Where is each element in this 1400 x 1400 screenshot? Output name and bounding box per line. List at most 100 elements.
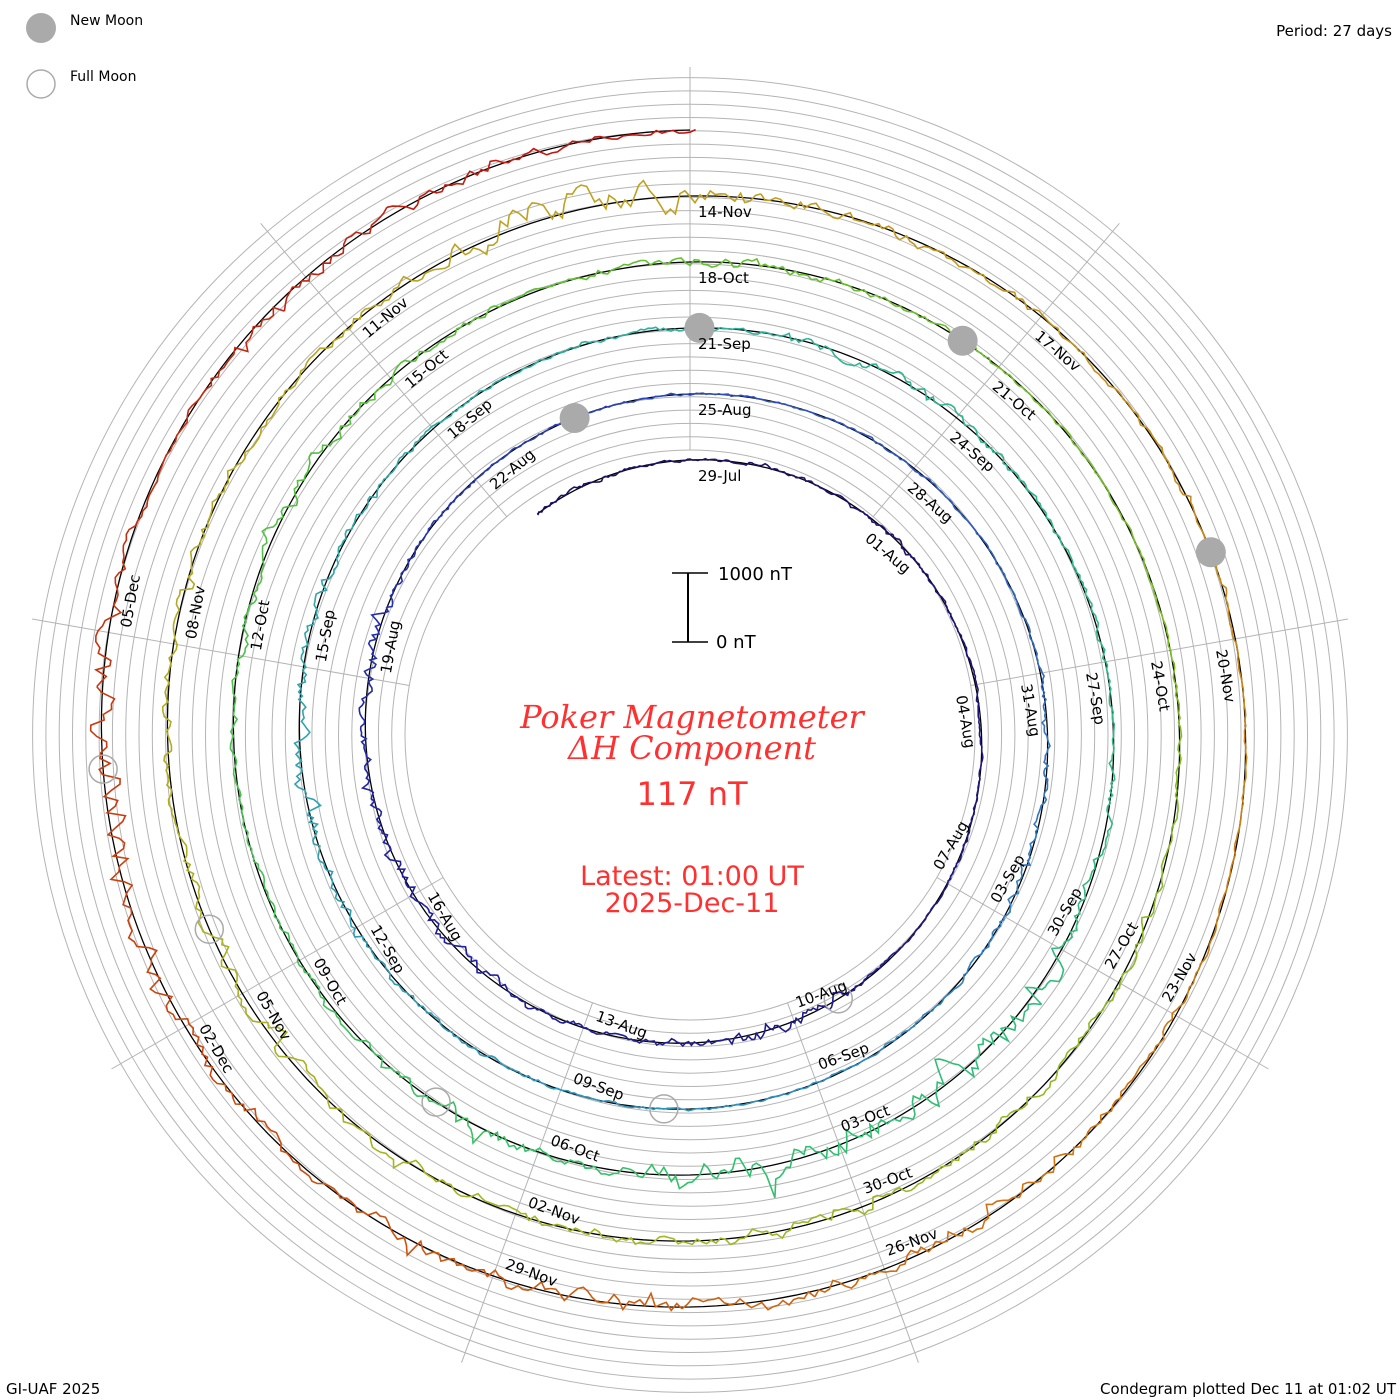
trace-segment — [682, 1221, 799, 1246]
date-label: 05-Nov — [252, 988, 295, 1044]
trace-segment — [987, 545, 1028, 623]
trace-segment — [209, 933, 283, 1031]
trace-segment — [591, 463, 653, 484]
date-label: 30-Oct — [861, 1163, 915, 1197]
date-label: 07-Aug — [930, 818, 972, 873]
trace-segment — [778, 470, 840, 497]
grid-spoke — [787, 1002, 919, 1363]
trace-segment — [273, 1029, 354, 1126]
date-label: 06-Oct — [548, 1131, 602, 1165]
full-moon-marker — [88, 754, 118, 784]
trace-segment — [1046, 1075, 1136, 1174]
date-label: 15-Sep — [312, 608, 339, 663]
footer-plotted-time: Condegram plotted Dec 11 at 01:02 UT — [1100, 1380, 1396, 1398]
date-label: 25-Aug — [698, 401, 751, 419]
new-moon-marker — [684, 312, 715, 343]
trace-segment — [978, 437, 1048, 514]
trace-segment — [1155, 602, 1181, 714]
trace-segment — [398, 1072, 485, 1145]
trace-segment — [240, 807, 276, 908]
trace-segment — [273, 907, 325, 1000]
trace-segment — [439, 288, 536, 344]
trace-segment — [423, 904, 477, 963]
trace-segment — [161, 696, 176, 819]
date-label: 28-Aug — [904, 479, 957, 527]
date-label: 22-Aug — [486, 445, 539, 493]
grid-spoke — [936, 877, 1269, 1070]
new-moon-legend-label: New Moon — [70, 13, 144, 29]
trace-segment — [93, 544, 127, 688]
date-label: 15-Oct — [401, 346, 452, 393]
trace-segment — [328, 495, 378, 580]
trace-segment — [453, 1188, 567, 1228]
trace-segment — [1091, 365, 1171, 468]
trace-segment — [173, 818, 210, 936]
trace-segment — [674, 1099, 765, 1112]
trace-segment — [962, 778, 981, 849]
trace-segment — [910, 1116, 1003, 1192]
current-value: 117 nT — [636, 775, 748, 813]
full-moon-legend-icon — [26, 69, 56, 99]
trace-segment — [293, 669, 311, 766]
date-label: 13-Aug — [593, 1007, 649, 1042]
trace-segment — [667, 128, 696, 134]
date-label: 24-Sep — [946, 428, 998, 476]
trace-segment — [847, 1018, 923, 1070]
trace-segment — [399, 215, 510, 282]
trace-segment — [1171, 713, 1183, 828]
grid-spoke — [461, 1002, 593, 1363]
trace-segment — [964, 645, 980, 712]
trace-segment — [702, 392, 785, 405]
trace-segment — [581, 1162, 685, 1190]
trace-segment — [1025, 621, 1047, 707]
trace-segment — [814, 1241, 937, 1298]
trace-segment — [423, 476, 479, 538]
full-moon-marker — [649, 1094, 679, 1124]
chart-title-line1: Poker Magnetometer — [519, 698, 865, 736]
trace-segment — [363, 606, 390, 685]
trace-segment — [89, 686, 127, 829]
date-label: 21-Oct — [989, 378, 1040, 425]
date-label: 31-Aug — [1017, 682, 1044, 738]
trace-segment — [877, 1058, 960, 1125]
date-label: 08-Nov — [182, 584, 209, 640]
full-moon-marker — [421, 1087, 451, 1117]
date-label: 05-Dec — [117, 573, 144, 629]
trace-segment — [508, 184, 636, 222]
moon-markers — [88, 312, 1226, 1124]
trace-segment — [146, 958, 214, 1081]
trace-segment — [681, 1290, 816, 1311]
trace-segment — [283, 206, 388, 312]
trace-segment — [1140, 826, 1173, 938]
trace-segment — [683, 1157, 787, 1198]
trace-segment — [994, 284, 1093, 367]
trace-segment — [362, 939, 426, 1010]
trace-segment — [1235, 710, 1248, 840]
trace-segment — [360, 762, 389, 839]
trace-segment — [1041, 706, 1051, 793]
new-moon-marker — [559, 403, 590, 434]
trace-segment — [901, 372, 980, 439]
trace-segment — [293, 411, 359, 502]
trace-segment — [382, 837, 425, 907]
trace-segment — [1134, 963, 1202, 1077]
trace-segment — [1199, 839, 1238, 965]
trace-segment — [523, 129, 668, 156]
trace-segment — [322, 999, 400, 1073]
trace-segment — [1220, 583, 1247, 711]
trace-segment — [421, 1248, 551, 1292]
trace-segment — [1077, 806, 1114, 906]
trace-segment — [641, 257, 753, 268]
trace-segment — [821, 964, 882, 1011]
trace-segment — [763, 1067, 849, 1102]
trace-segment — [753, 1004, 822, 1041]
trace-segment — [651, 457, 716, 467]
trace-segment — [424, 1008, 501, 1064]
trace-segment — [880, 911, 931, 966]
full-moon-marker — [194, 914, 225, 944]
date-label: 04-Aug — [952, 694, 979, 750]
date-label: 18-Sep — [444, 395, 496, 443]
trace-segment — [977, 711, 984, 780]
trace-segment — [534, 1007, 607, 1035]
